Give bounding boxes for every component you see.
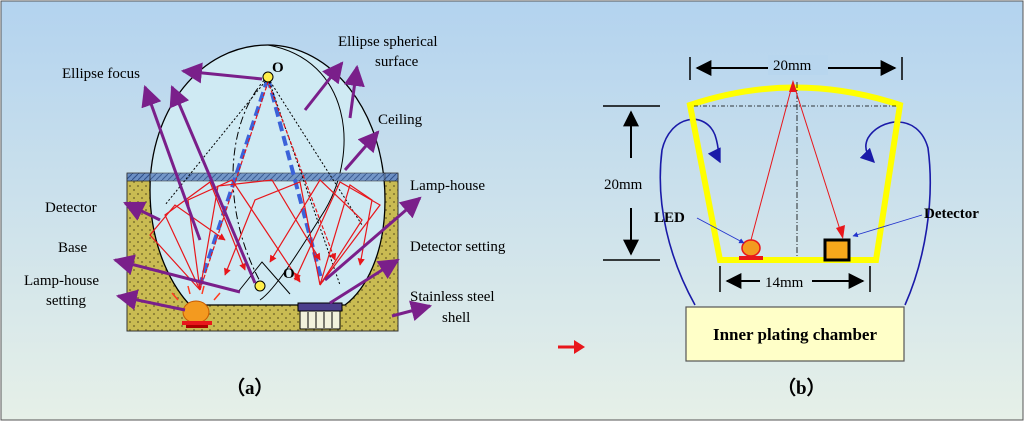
panel-b: 20mm 20mm 14mm LED Detector Inner platin… [603,55,979,399]
label-lamp-house-setting-1: Lamp-house [24,273,99,289]
label-arrows [112,61,433,321]
label-base: Base [58,240,88,256]
ellipse-axis [232,75,269,286]
led-pointer [696,217,745,244]
label-ellipse-surface-1: Ellipse spherical [338,34,438,50]
lamp-icon [171,285,221,328]
detector-icon [823,238,851,262]
dim-bottom-label: 14mm [765,275,804,291]
flow-curve-left [659,118,721,306]
focus-label-bottom: O [283,266,295,282]
label-detector: Detector [45,200,97,216]
led-icon [739,239,763,260]
focus-point-bottom [254,280,266,292]
label-stainless-2: shell [442,310,470,326]
chamber-label: Inner plating chamber [713,325,877,344]
focus-line-left [198,77,270,286]
label-detector-setting: Detector setting [410,239,506,255]
label-ceiling: Ceiling [378,112,423,128]
detector-setting-icon [297,302,343,330]
focus-label-top: O [272,60,284,76]
label-ellipse-focus: Ellipse focus [62,66,140,82]
detector-pointer [852,214,923,238]
red-rays [149,80,381,291]
label-led: LED [654,210,685,226]
label-lamp-house: Lamp-house [410,178,485,194]
trapezoid-chamber [686,84,904,263]
focus-point-top [262,71,274,83]
focus-line-right [266,77,324,283]
label-stainless-1: Stainless steel [410,289,495,305]
inner-plating-chamber [685,306,905,362]
transition-arrow [558,340,585,354]
dim-top-label-bg [768,55,828,75]
base-triangle [237,261,291,295]
dotted-rays [164,77,363,286]
label-detector-b: Detector [924,206,979,222]
label-ellipse-surface-2: surface [375,54,419,70]
ceiling-cross [149,172,386,182]
caption-b: （b） [777,376,826,399]
label-lamp-house-setting-2: setting [46,293,86,309]
panel-a: O O [24,34,506,399]
flow-curve-right [859,121,932,306]
dim-height-label: 20mm [604,177,643,193]
caption-a: （a） [226,376,274,399]
dim-top-label: 20mm [773,58,812,74]
